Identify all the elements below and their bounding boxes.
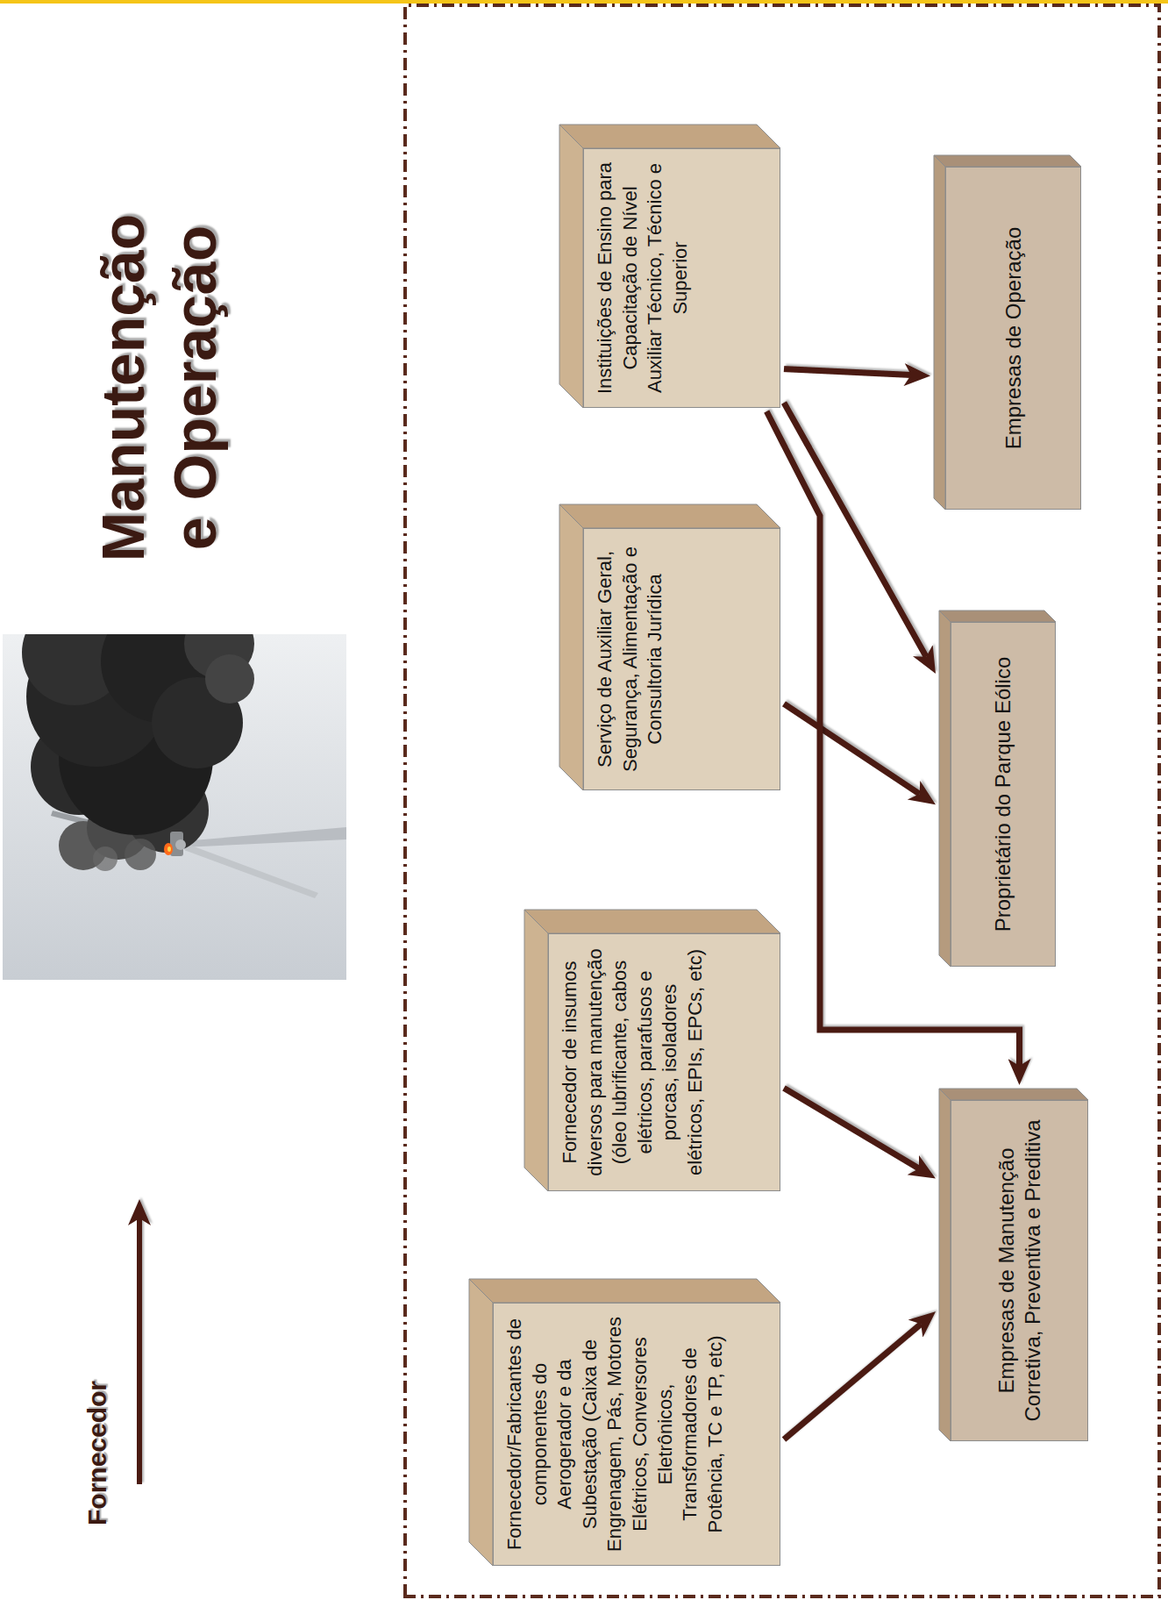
supplier-box: Instituições de Ensino para Capacitação … — [583, 148, 781, 408]
fire-flame — [167, 846, 171, 852]
box-label: Empresas de Operação — [1000, 227, 1027, 449]
box-side-face — [939, 610, 1056, 622]
box-side-face — [559, 124, 781, 149]
box-label: Serviço de Auxiliar Geral, Segurança, Al… — [592, 534, 669, 784]
dashed-border — [405, 5, 1160, 1596]
supplier-box: Fornecedor/Fabricantes de componentes do… — [492, 1302, 781, 1566]
smoke — [92, 846, 118, 871]
box-label: Proprietário do Parque Eólico — [989, 656, 1017, 933]
smoke — [124, 838, 157, 870]
box-label: Fornecedor de insumos diversos para manu… — [557, 944, 709, 1180]
flow-arrow — [783, 703, 920, 794]
supplier-box: Fornecedor de insumos diversos para manu… — [548, 932, 781, 1191]
flow-arrow — [783, 1323, 921, 1439]
actor-box: Proprietário do Parque Eólico — [950, 621, 1056, 967]
supplier-label: Fornecedor — [82, 1380, 113, 1525]
flow-arrow — [783, 1087, 919, 1168]
smoke-plume — [21, 633, 255, 871]
box-top-face — [559, 504, 584, 791]
top-accent-line — [0, 0, 1168, 4]
box-top-face — [933, 155, 946, 510]
slide-title: Manutenção e Operação — [87, 203, 231, 572]
turbine-fire-photo — [2, 633, 347, 980]
smoke — [205, 654, 255, 704]
supplier-arrow — [136, 1217, 143, 1484]
box-label: Fornecedor/Fabricantes de componentes do… — [502, 1310, 728, 1558]
box-label: Instituições de Ensino para Capacitação … — [592, 158, 693, 398]
box-top-face — [939, 610, 951, 967]
actor-box: Empresas de Operação — [945, 166, 1082, 510]
turbine-hub — [175, 839, 186, 850]
flow-arrow — [783, 369, 912, 376]
box-top-face — [469, 1278, 493, 1566]
box-3d-faces — [950, 1099, 1089, 1441]
box-side-face — [939, 1088, 1089, 1100]
box-side-face — [933, 155, 1082, 167]
fire-flame — [163, 842, 173, 855]
box-side-face — [524, 909, 781, 933]
turbine-tower — [182, 826, 347, 848]
box-top-face — [524, 909, 549, 1191]
box-side-face — [469, 1278, 781, 1303]
turbine-blade — [184, 843, 319, 898]
box-top-face — [559, 124, 584, 408]
supplier-box: Serviço de Auxiliar Geral, Segurança, Al… — [583, 527, 781, 791]
box-top-face — [939, 1088, 951, 1441]
box-label: Empresas de Manutenção Corretiva, Preven… — [993, 1118, 1047, 1422]
flow-arrow — [783, 402, 926, 657]
box-side-face — [559, 504, 781, 528]
actor-box: Empresas de Manutenção Corretiva, Preven… — [950, 1099, 1089, 1441]
